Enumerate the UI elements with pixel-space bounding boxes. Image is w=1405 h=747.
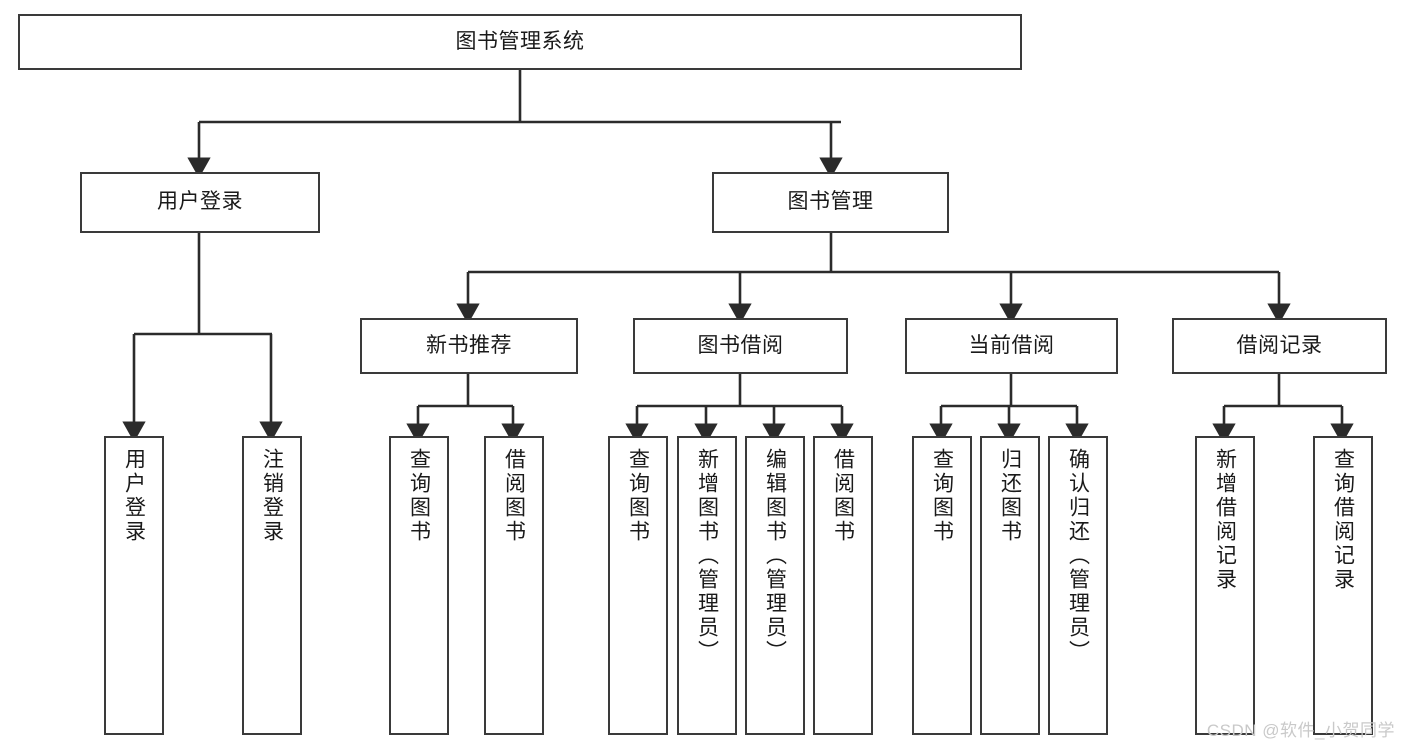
node-leaf-logout[interactable]: 注销登录 xyxy=(242,436,302,735)
node-label: 用户登录 xyxy=(157,190,243,214)
node-leaf-return-book[interactable]: 归还图书 xyxy=(980,436,1040,735)
node-label: 编辑图书（管理员） xyxy=(763,448,787,664)
node-label: 归还图书 xyxy=(998,448,1022,544)
node-new-book-recommend[interactable]: 新书推荐 xyxy=(360,318,578,374)
node-label: 借阅图书 xyxy=(831,448,855,544)
node-book-borrow[interactable]: 图书借阅 xyxy=(633,318,848,374)
node-label: 图书管理系统 xyxy=(455,29,585,53)
node-label: 注销登录 xyxy=(260,448,284,544)
node-label: 当前借阅 xyxy=(968,333,1055,357)
node-leaf-edit-book-admin[interactable]: 编辑图书（管理员） xyxy=(745,436,805,735)
node-label: 用户登录 xyxy=(122,448,146,544)
node-label: 查询图书 xyxy=(626,448,650,544)
node-leaf-borrow-book-newbook[interactable]: 借阅图书 xyxy=(484,436,544,735)
node-book-management[interactable]: 图书管理 xyxy=(712,172,949,233)
node-label: 新增图书（管理员） xyxy=(695,448,719,664)
node-leaf-add-borrow-record[interactable]: 新增借阅记录 xyxy=(1195,436,1255,735)
node-root-book-management-system[interactable]: 图书管理系统 xyxy=(18,14,1022,70)
node-current-borrow[interactable]: 当前借阅 xyxy=(905,318,1118,374)
node-label: 图书管理 xyxy=(787,190,874,214)
node-leaf-query-book-borrow[interactable]: 查询图书 xyxy=(608,436,668,735)
node-label: 查询图书 xyxy=(930,448,954,544)
node-leaf-query-book-current[interactable]: 查询图书 xyxy=(912,436,972,735)
node-label: 确认归还（管理员） xyxy=(1066,448,1090,664)
node-leaf-query-borrow-record[interactable]: 查询借阅记录 xyxy=(1313,436,1373,735)
node-leaf-user-login[interactable]: 用户登录 xyxy=(104,436,164,735)
node-borrow-record[interactable]: 借阅记录 xyxy=(1172,318,1387,374)
node-leaf-query-book-newbook[interactable]: 查询图书 xyxy=(389,436,449,735)
node-label: 新书推荐 xyxy=(426,333,512,357)
node-leaf-borrow-book-borrow[interactable]: 借阅图书 xyxy=(813,436,873,735)
node-label: 新增借阅记录 xyxy=(1213,448,1237,592)
node-leaf-confirm-return-admin[interactable]: 确认归还（管理员） xyxy=(1048,436,1108,735)
watermark: CSDN @软件_小贺同学 xyxy=(1206,721,1395,740)
node-user-login[interactable]: 用户登录 xyxy=(80,172,320,233)
node-label: 查询借阅记录 xyxy=(1331,448,1355,592)
node-label: 借阅图书 xyxy=(502,448,526,544)
node-label: 图书借阅 xyxy=(697,333,784,357)
node-leaf-add-book-admin[interactable]: 新增图书（管理员） xyxy=(677,436,737,735)
node-label: 借阅记录 xyxy=(1236,333,1323,357)
node-label: 查询图书 xyxy=(407,448,431,544)
